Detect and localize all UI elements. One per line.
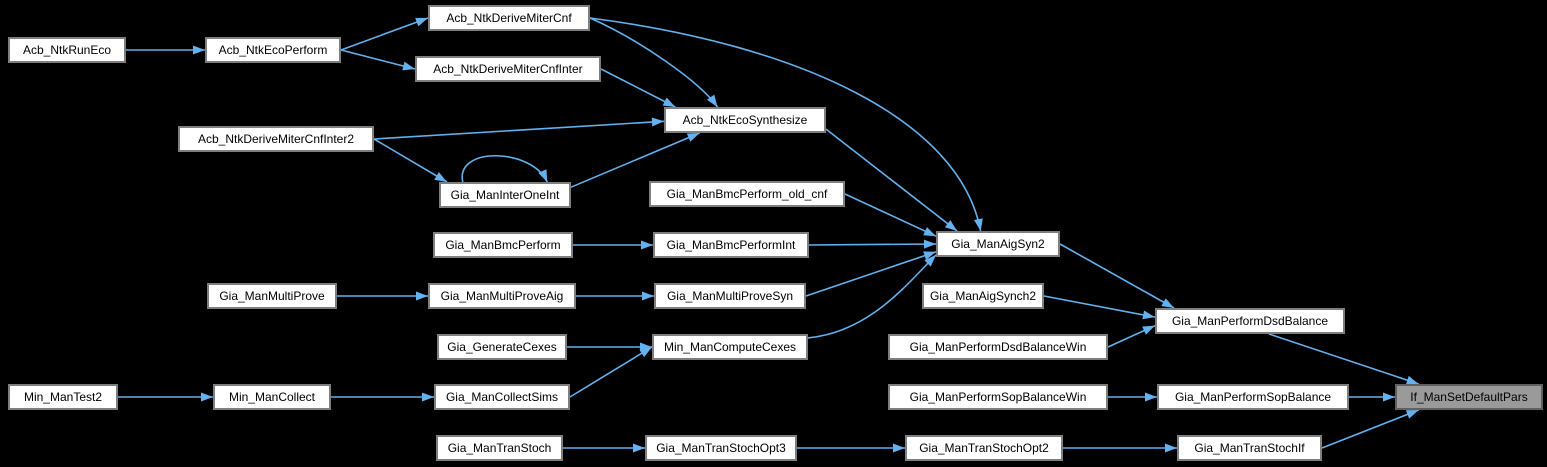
- graph-node-ecosynth[interactable]: Acb_NtkEcoSynthesize: [664, 107, 826, 133]
- arrowhead-interoneint-interoneint: [538, 169, 548, 182]
- edge-bmcperformint-aigsyn2: [808, 243, 937, 246]
- graph-node-multiprove[interactable]: Gia_ManMultiProve: [207, 283, 337, 309]
- graph-node-multiproveaig[interactable]: Gia_ManMultiProveAig: [428, 283, 576, 309]
- edge-derivecnfinter-ecosynth: [600, 68, 676, 108]
- edge-multiprovesyn-aigsyn2: [805, 251, 937, 297]
- edge-interoneint-ecosynth: [570, 132, 700, 188]
- graph-node-derivecnfinter[interactable]: Acb_NtkDeriveMiterCnfInter: [415, 56, 601, 82]
- graph-node-bmcperform[interactable]: Gia_ManBmcPerform: [433, 232, 573, 258]
- edge-ecoperform-derivecnfinter: [340, 49, 416, 70]
- graph-node-multiprovesyn[interactable]: Gia_ManMultiProveSyn: [654, 283, 806, 309]
- graph-node-opt2[interactable]: Gia_ManTranStochOpt2: [905, 435, 1063, 461]
- arrowhead-bmcperform-bmcperformint: [641, 240, 653, 250]
- graph-node-computecexes[interactable]: Min_ManComputeCexes: [652, 334, 808, 360]
- graph-node-dsdbal[interactable]: Gia_ManPerformDsdBalance: [1155, 308, 1345, 334]
- graph-node-derivecnf[interactable]: Acb_NtkDeriveMiterCnf: [428, 5, 590, 31]
- graph-node-derivecnfinter2[interactable]: Acb_NtkDeriveMiterCnfInter2: [178, 126, 374, 152]
- arrowhead-transtoch-opt3: [633, 443, 645, 453]
- arrowhead-runeco-ecoperform: [193, 45, 205, 55]
- edge-aigsyn2-dsdbal: [1059, 243, 1175, 309]
- graph-node-bmcperformint[interactable]: Gia_ManBmcPerformInt: [653, 232, 809, 258]
- edge-transtochif-ifset: [1321, 409, 1419, 449]
- graph-node-mincollect[interactable]: Min_ManCollect: [213, 384, 331, 410]
- graph-node-collectsims[interactable]: Gia_ManCollectSims: [434, 384, 570, 410]
- graph-node-sopbal[interactable]: Gia_ManPerformSopBalance: [1157, 384, 1349, 410]
- edge-aigsynch2-dsdbal: [1043, 295, 1156, 318]
- arrowhead-ecosynth-aigsyn2: [944, 220, 958, 231]
- graph-node-aigsyn2[interactable]: Gia_ManAigSyn2: [936, 231, 1060, 257]
- graph-node-interoneint[interactable]: Gia_ManInterOneInt: [439, 182, 571, 208]
- graph-node-ecoperform[interactable]: Acb_NtkEcoPerform: [205, 37, 341, 63]
- graph-node-dsdwin[interactable]: Gia_ManPerformDsdBalanceWin: [888, 334, 1108, 360]
- arrowhead-multiprovesyn-aigsyn2: [923, 251, 936, 260]
- graph-node-mintest2[interactable]: Min_ManTest2: [8, 384, 118, 410]
- graph-node-opt3[interactable]: Gia_ManTranStochOpt3: [645, 435, 797, 461]
- arrowhead-transtochif-ifset: [1405, 410, 1419, 419]
- arrowhead-derivecnf-aigsyn2: [974, 218, 983, 231]
- graph-node-transtoch[interactable]: Gia_ManTranStoch: [436, 435, 563, 461]
- arrowhead-bmcold-aigsyn2: [923, 227, 936, 237]
- edge-derivecnfinter2-interoneint: [373, 138, 448, 183]
- edge-derivecnfinter2-ecosynth: [373, 120, 665, 140]
- arrowhead-computecexes-aigsyn2: [924, 254, 936, 267]
- edge-computecexes-aigsyn2: [807, 254, 937, 339]
- arrowhead-derivecnfinter2-ecosynth: [651, 117, 664, 127]
- graph-node-aigsynch2[interactable]: Gia_ManAigSynch2: [922, 283, 1044, 309]
- arrowhead-aigsyn2-dsdbal: [1161, 298, 1174, 308]
- arrowhead-mincollect-collectsims: [422, 392, 434, 402]
- arrowhead-aigsynch2-dsdbal: [1142, 310, 1155, 320]
- arrowhead-sopbal-ifset: [1383, 392, 1395, 402]
- arrowhead-derivecnfinter-ecosynth: [662, 97, 676, 107]
- arrowhead-collectsims-computecexes: [639, 347, 652, 358]
- arrowhead-mintest2-mincollect: [201, 392, 213, 402]
- graph-node-runeco[interactable]: Acb_NtkRunEco: [8, 37, 126, 63]
- arrowhead-derivecnf-ecosynth: [706, 94, 718, 107]
- arrowhead-derivecnfinter2-interoneint: [434, 172, 447, 182]
- arrowhead-dsdbal-ifset: [1405, 375, 1419, 385]
- edge-collectsims-computecexes: [569, 346, 653, 398]
- graph-node-gencexes[interactable]: Gia_GenerateCexes: [437, 334, 567, 360]
- arrowhead-multiprove-multiproveaig: [416, 291, 428, 301]
- arrowhead-opt3-opt2: [893, 443, 905, 453]
- edge-derivecnf-ecosynth: [589, 17, 719, 108]
- edge-interoneint-interoneint: [461, 155, 548, 183]
- edge-derivecnf-aigsyn2: [589, 17, 982, 232]
- arrowhead-dsdwin-dsdbal: [1142, 325, 1155, 335]
- edge-ecoperform-derivecnf: [340, 17, 429, 51]
- arrowhead-ecoperform-derivecnfinter: [402, 61, 415, 71]
- edge-bmcold-aigsyn2: [844, 193, 937, 237]
- graph-node-bmcold[interactable]: Gia_ManBmcPerform_old_cnf: [649, 181, 845, 207]
- arrowhead-multiproveaig-multiprovesyn: [642, 291, 654, 301]
- edge-dsdbal-ifset: [1268, 333, 1419, 385]
- arrowhead-interoneint-ecosynth: [686, 133, 700, 142]
- graph-node-sopwin[interactable]: Gia_ManPerformSopBalanceWin: [888, 384, 1108, 410]
- edge-ecosynth-aigsyn2: [825, 128, 958, 232]
- arrowhead-sopwin-sopbal: [1145, 392, 1157, 402]
- graph-node-ifset: If_ManSetDefaultPars: [1395, 384, 1543, 410]
- arrowhead-ecoperform-derivecnf: [415, 17, 428, 27]
- graph-node-transtochif[interactable]: Gia_ManTranStochIf: [1177, 435, 1322, 461]
- arrowhead-bmcperformint-aigsyn2: [923, 239, 936, 249]
- arrowhead-opt2-transtochif: [1165, 443, 1177, 453]
